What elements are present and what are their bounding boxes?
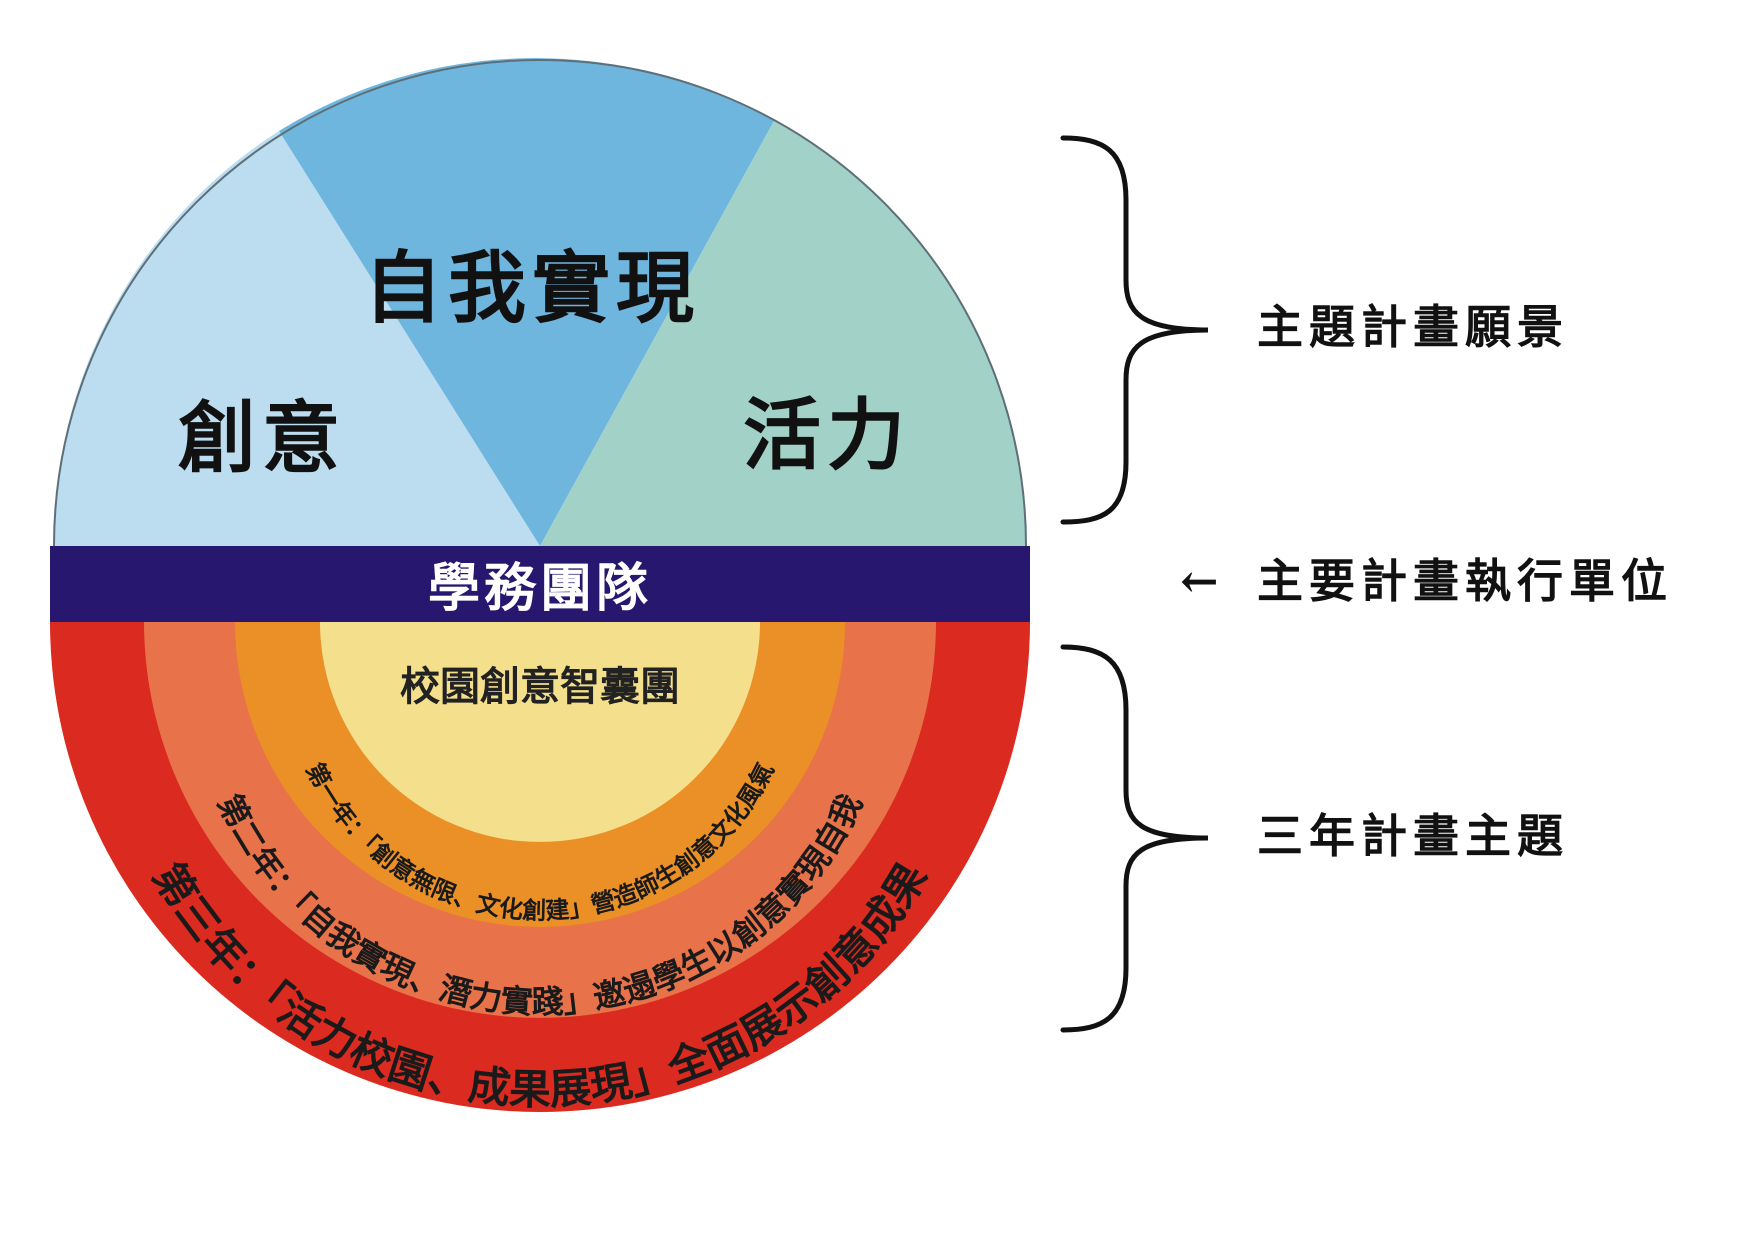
- vision-label: 主題計畫願景: [1257, 300, 1569, 354]
- team-band: 學務團隊: [50, 546, 1030, 622]
- unit-label: 主要計畫執行單位: [1257, 554, 1673, 608]
- segment-label-creativity: 創意: [178, 393, 346, 484]
- unit-arrow: ←: [1180, 554, 1225, 608]
- segment-vitality: [540, 121, 1026, 546]
- vision-brace: [1060, 135, 1209, 525]
- segment-creativity: [53, 131, 541, 546]
- themes-half-disc: 校園創意智囊團 第一年：「創意無限、文化創建」營造師生創意文化風氣 第二年：「自…: [50, 622, 1030, 1114]
- team-band-bar: [50, 546, 1030, 622]
- themes-brace: [1060, 644, 1209, 1033]
- vision-outline: [53, 59, 1027, 547]
- segment-self-actualization: [279, 58, 774, 546]
- vision-pie: 創意 自我實現 活力: [53, 58, 1027, 547]
- segment-label-vitality: 活力: [743, 390, 911, 481]
- core-label: 校園創意智囊團: [400, 663, 680, 710]
- team-band-label: 學務團隊: [428, 558, 652, 619]
- segment-label-self-actualization: 自我實現: [364, 243, 700, 334]
- themes-label: 三年計畫主題: [1257, 809, 1569, 863]
- core-half-circle: [320, 622, 760, 842]
